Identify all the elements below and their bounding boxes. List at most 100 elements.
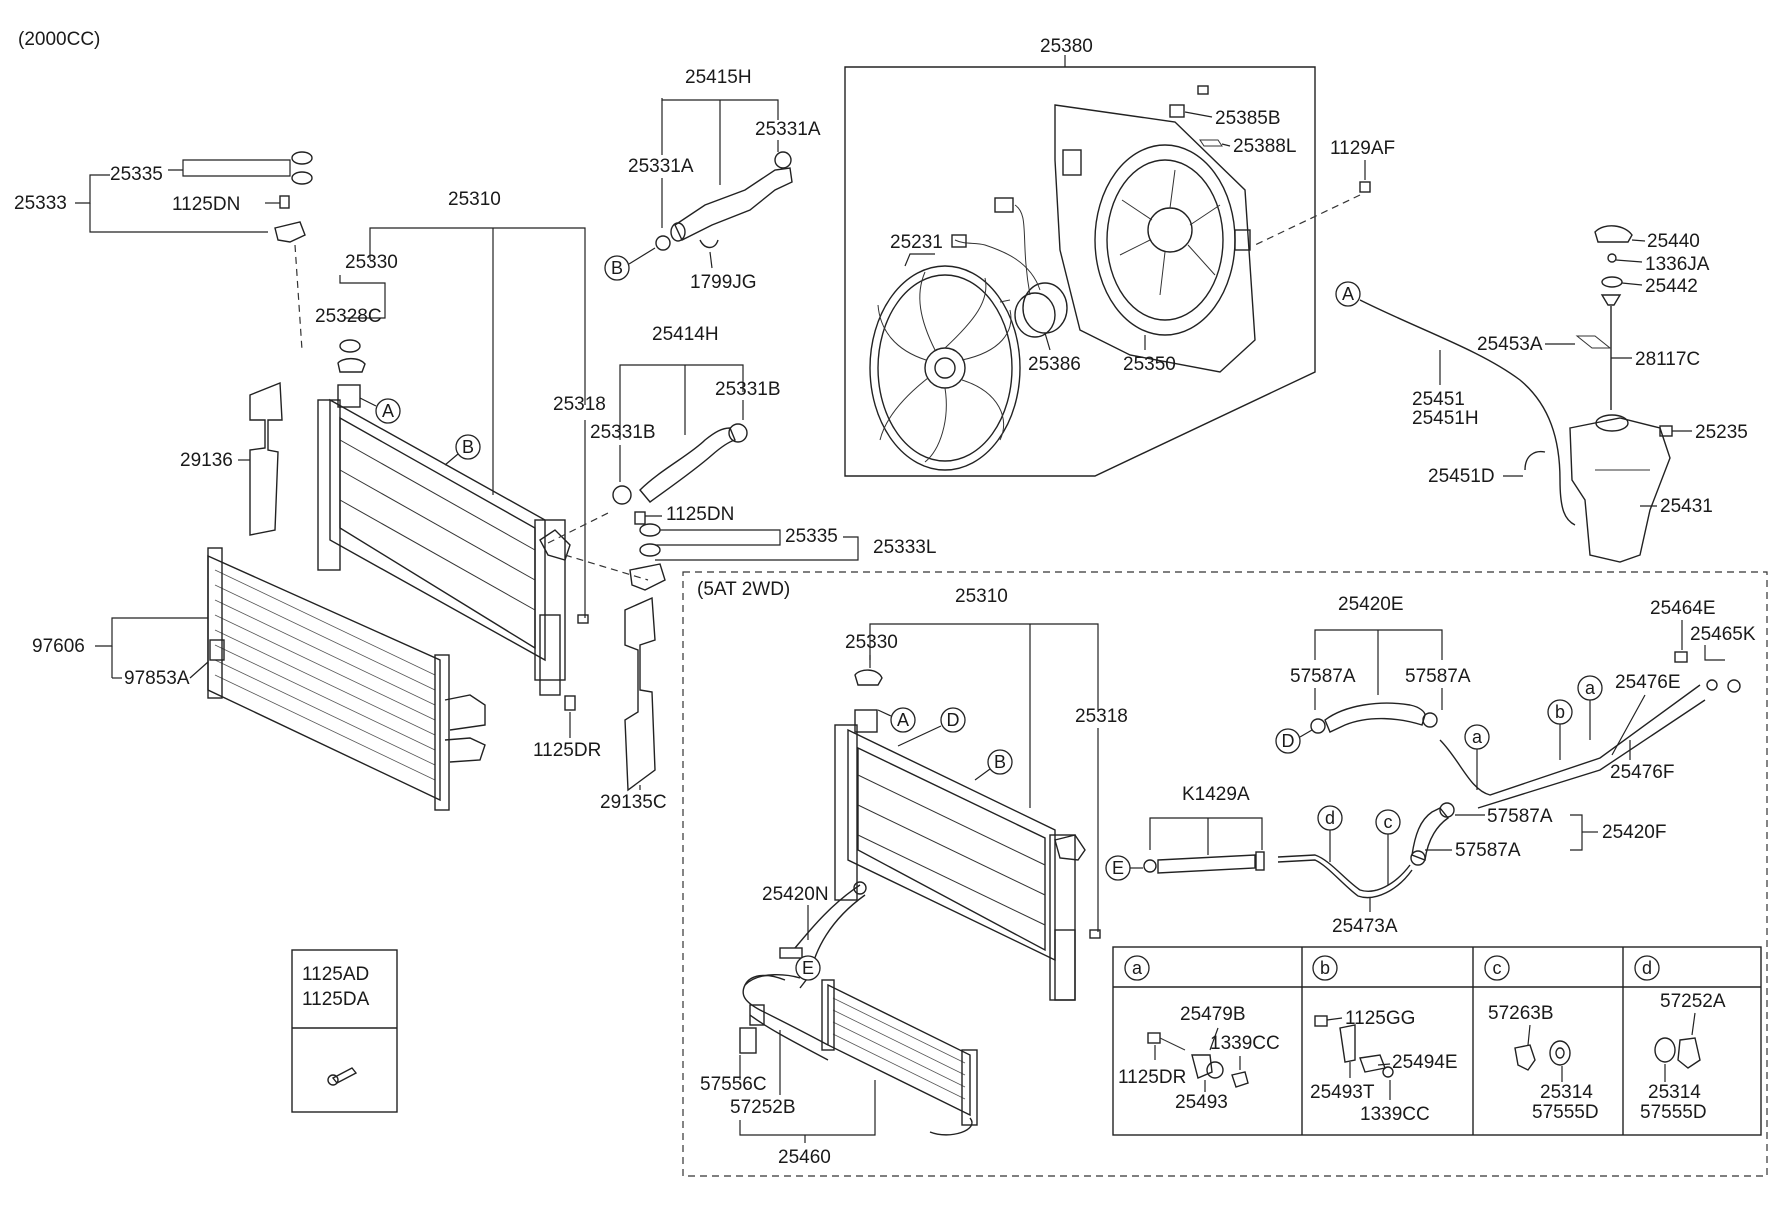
part-label[interactable]: 29136 [180, 450, 233, 471]
part-label[interactable]: 25465K [1690, 624, 1756, 645]
callout-b[interactable]: B [987, 749, 1013, 775]
part-label[interactable]: 57556C [700, 1074, 767, 1095]
part-label[interactable]: 25431 [1660, 496, 1713, 517]
part-label[interactable]: 25414H [652, 324, 719, 345]
callout-b[interactable]: B [604, 255, 630, 281]
part-label[interactable]: 1125DR [1118, 1067, 1186, 1088]
part-label[interactable]: 25476E [1615, 672, 1681, 693]
callout-b[interactable]: B [455, 434, 481, 460]
part-label[interactable]: 57252B [730, 1097, 796, 1118]
part-label[interactable]: 25420N [762, 884, 829, 905]
callout-a[interactable]: A [1335, 281, 1361, 307]
part-label[interactable]: 1125GG [1345, 1008, 1415, 1029]
bolt-part [1314, 1015, 1328, 1027]
callout-a[interactable]: A [375, 398, 401, 424]
part-label[interactable]: 25318 [1075, 706, 1128, 727]
part-label[interactable]: 1336JA [1645, 254, 1710, 275]
part-label[interactable]: 25479B [1180, 1004, 1246, 1025]
part-label[interactable]: 1339CC [1210, 1033, 1280, 1054]
part-label[interactable]: 57252A [1660, 991, 1726, 1012]
part-label[interactable]: 25330 [845, 632, 898, 653]
part-label[interactable]: 25451H [1412, 408, 1479, 429]
part-label[interactable]: 25451D [1428, 466, 1495, 487]
callout-d[interactable]: D [940, 707, 966, 733]
callout-d[interactable]: D [1275, 728, 1301, 754]
detail-header-b[interactable]: b [1312, 955, 1338, 981]
part-label[interactable]: 25335 [110, 164, 163, 185]
part-label[interactable]: 57587A [1487, 806, 1553, 827]
callout-b[interactable]: b [1547, 699, 1573, 725]
part-label[interactable]: 1129AF [1330, 138, 1395, 159]
part-label[interactable]: 1125DN [666, 504, 734, 525]
callout-e[interactable]: E [795, 955, 821, 981]
part-label[interactable]: 25318 [553, 394, 606, 415]
part-label[interactable]: 25335 [785, 526, 838, 547]
part-label[interactable]: 57263B [1488, 1003, 1554, 1024]
part-label[interactable]: 25314 [1540, 1082, 1593, 1103]
svg-text:D: D [1282, 731, 1295, 751]
part-label[interactable]: 25314 [1648, 1082, 1701, 1103]
part-label[interactable]: 25331B [590, 422, 656, 443]
part-label[interactable]: 25473A [1332, 916, 1398, 937]
part-label[interactable]: 25420E [1338, 594, 1404, 615]
part-label[interactable]: 25331A [755, 119, 821, 140]
part-label[interactable]: 25331B [715, 379, 781, 400]
part-label[interactable]: 25328C [315, 306, 382, 327]
callout-a[interactable]: A [890, 707, 916, 733]
part-label[interactable]: 25493 [1175, 1092, 1228, 1113]
screw-icon [331, 1067, 358, 1084]
part-label[interactable]: 25493T [1310, 1082, 1375, 1103]
part-label[interactable]: 25333 [14, 193, 67, 214]
part-label[interactable]: 25420F [1602, 822, 1666, 843]
part-label[interactable]: 1339CC [1360, 1104, 1430, 1125]
part-label[interactable]: 57555D [1532, 1102, 1599, 1123]
callout-d[interactable]: d [1317, 805, 1343, 831]
part-label[interactable]: 25310 [955, 586, 1008, 607]
part-label[interactable]: 25453A [1477, 334, 1543, 355]
part-label[interactable]: 25333L [873, 537, 936, 558]
part-label[interactable]: 1125DA [302, 989, 370, 1010]
part-label[interactable]: 25464E [1650, 598, 1716, 619]
part-label[interactable]: K1429A [1182, 784, 1250, 805]
part-label[interactable]: 29135C [600, 792, 667, 813]
part-label[interactable]: 25385B [1215, 108, 1281, 129]
part-label[interactable]: 25476F [1610, 762, 1674, 783]
reservoir-cap-part [1594, 225, 1633, 243]
part-label[interactable]: 25460 [778, 1147, 831, 1168]
part-label[interactable]: 25494E [1392, 1052, 1458, 1073]
detail-header-c[interactable]: c [1484, 955, 1510, 981]
part-label[interactable]: 25388L [1233, 136, 1296, 157]
part-label[interactable]: 25380 [1040, 36, 1093, 57]
part-label[interactable]: 25386 [1028, 354, 1081, 375]
part-label[interactable]: 1799JG [690, 272, 757, 293]
callout-a[interactable]: a [1577, 675, 1603, 701]
part-label[interactable]: 1125AD [302, 964, 369, 985]
part-label[interactable]: 1125DR [533, 740, 601, 761]
part-label[interactable]: 57555D [1640, 1102, 1707, 1123]
part-label[interactable]: 97853A [124, 668, 190, 689]
part-label[interactable]: 25231 [890, 232, 943, 253]
part-label[interactable]: 25442 [1645, 276, 1698, 297]
callout-a[interactable]: a [1464, 724, 1490, 750]
callout-c[interactable]: c [1375, 809, 1401, 835]
part-label[interactable]: 25440 [1647, 231, 1700, 252]
part-label[interactable]: 28117C [1635, 349, 1700, 370]
part-label[interactable]: 25330 [345, 252, 398, 273]
part-label[interactable]: 25415H [685, 67, 752, 88]
detail-header-d[interactable]: d [1634, 955, 1660, 981]
part-label[interactable]: 25331A [628, 156, 694, 177]
detail-header-a[interactable]: a [1124, 955, 1150, 981]
part-label[interactable]: 1125DN [172, 194, 240, 215]
part-label[interactable]: 25310 [448, 189, 501, 210]
svg-text:A: A [897, 710, 909, 730]
part-label[interactable]: 25451 [1412, 389, 1465, 410]
part-label[interactable]: 25235 [1695, 422, 1748, 443]
part-label[interactable]: 25350 [1123, 354, 1176, 375]
part-label[interactable]: 97606 [32, 636, 85, 657]
part-label[interactable]: 57587A [1405, 666, 1471, 687]
part-label[interactable]: 57587A [1455, 840, 1521, 861]
callout-e[interactable]: E [1105, 855, 1131, 881]
pipe-group: 25464E 25465K 25476E 25476F a b a [1439, 598, 1756, 809]
part-label[interactable]: 57587A [1290, 666, 1356, 687]
hose-25420f-group: 57587A 57587A 25420F [1410, 802, 1666, 866]
